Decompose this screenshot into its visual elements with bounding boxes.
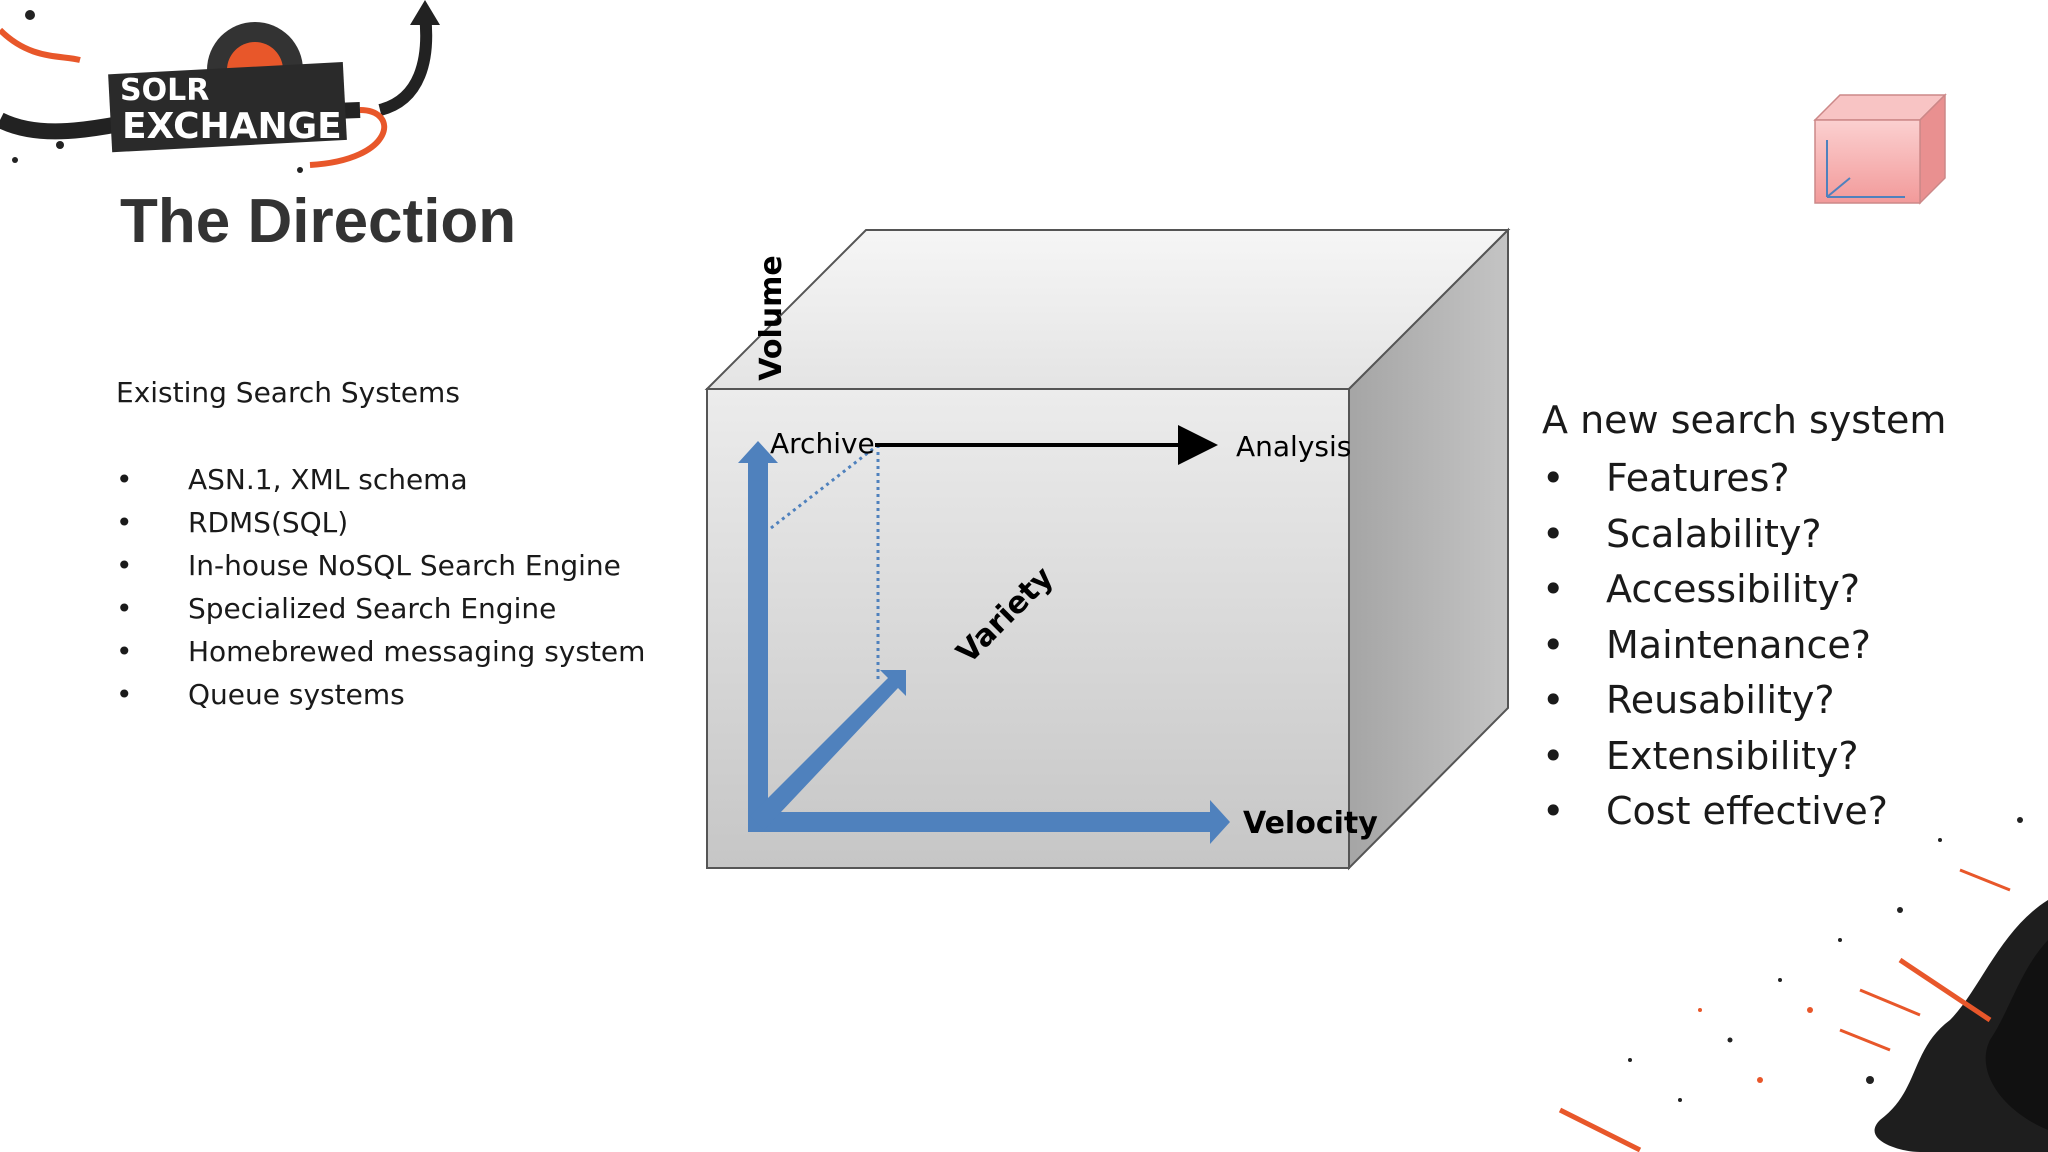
list-item: Queue systems	[116, 673, 645, 716]
volume-axis-arrow	[738, 441, 778, 830]
variety-axis-arrow	[750, 670, 906, 830]
cube-front-face	[706, 388, 1350, 869]
svg-text:SOLR: SOLR	[120, 73, 209, 108]
new-system-heading: A new search system	[1542, 398, 1947, 442]
existing-systems-list: ASN.1, XML schema RDMS(SQL) In-house NoS…	[116, 458, 645, 716]
list-item: Cost effective?	[1542, 784, 1888, 840]
existing-systems-heading: Existing Search Systems	[116, 376, 460, 409]
solr-exchange-logo: SOLR EXCHANGE	[0, 0, 440, 173]
pink-cube-icon	[1813, 93, 1947, 205]
list-item: RDMS(SQL)	[116, 501, 645, 544]
new-system-list: Features? Scalability? Accessibility? Ma…	[1542, 451, 1888, 840]
list-item: ASN.1, XML schema	[116, 458, 645, 501]
list-item: In-house NoSQL Search Engine	[116, 544, 645, 587]
list-item: Reusability?	[1542, 673, 1888, 729]
volume-label: Volume	[754, 255, 789, 380]
list-item: Accessibility?	[1542, 562, 1888, 618]
list-item: Scalability?	[1542, 507, 1888, 563]
velocity-label: Velocity	[1243, 806, 1378, 841]
3v-cube-diagram: Volume Variety Velocity Archive Analysis	[704, 227, 1511, 871]
velocity-axis-arrow	[748, 800, 1230, 844]
list-item: Specialized Search Engine	[116, 587, 645, 630]
list-item: Homebrewed messaging system	[116, 630, 645, 673]
svg-text:EXCHANGE: EXCHANGE	[122, 106, 342, 147]
list-item: Extensibility?	[1542, 729, 1888, 785]
ink-splatter-decoration	[1558, 817, 2048, 1152]
list-item: Features?	[1542, 451, 1888, 507]
archive-label: Archive	[770, 427, 875, 460]
analysis-label: Analysis	[1236, 430, 1351, 463]
list-item: Maintenance?	[1542, 618, 1888, 674]
slide-title: The Direction	[120, 187, 517, 256]
